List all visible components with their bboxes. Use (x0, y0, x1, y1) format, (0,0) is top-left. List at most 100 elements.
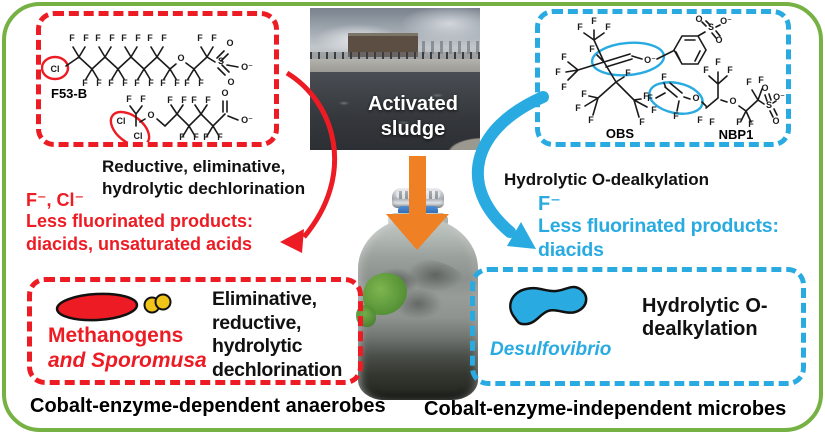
process-left-line1: Eliminative, (212, 288, 317, 310)
atom-label: O (715, 35, 722, 45)
left-released-ions: F⁻, Cl⁻ (26, 190, 84, 210)
atom-label: F (184, 78, 190, 88)
atom-label: F53-B (51, 86, 87, 101)
right-reaction-label: Hydrolytic O-dealkylation (504, 170, 709, 189)
atom-label: F (651, 105, 657, 115)
bottom-right-caption: Cobalt-enzyme-independent microbes (424, 398, 787, 420)
atom-label: F (715, 57, 721, 67)
atom-label: F (746, 77, 752, 87)
atom-label: NBP1 (719, 127, 754, 142)
atom-label: Cl (51, 64, 60, 74)
atom-label: O⁻ (644, 55, 656, 65)
atom-label: O (227, 77, 234, 87)
atom-label: F (697, 115, 703, 125)
nbp1-bonds (655, 71, 778, 123)
left-reaction-line1: Reductive, eliminative, (102, 157, 286, 176)
atom-label: F (197, 33, 203, 43)
atom-label: F (203, 132, 209, 142)
atom-label: O⁻ (241, 62, 253, 72)
bottom-left-caption: Cobalt-enzyme-dependent anaerobes (30, 395, 386, 417)
atom-label: F (126, 94, 132, 104)
left-products-line2: diacids, unsaturated acids (26, 233, 253, 254)
coccus-shape-2 (154, 293, 172, 311)
nbp1-vinylether-highlight (648, 81, 704, 115)
atom-label: F (198, 78, 204, 88)
anaerobe-process-label: Eliminative, reductive, hydrolytic dechl… (212, 288, 342, 382)
atom-label: F (588, 115, 594, 125)
atom-label: Cl (117, 116, 126, 126)
atom-label: O⁻ (720, 16, 732, 26)
atom-label: F (160, 78, 166, 88)
atom-label: O (147, 110, 154, 120)
atom-label: F (135, 33, 141, 43)
bottle-body-glass (356, 217, 478, 400)
atom-label: F (561, 82, 567, 92)
atom-label: F (555, 67, 561, 77)
desulfovibrio-label: Desulfovibrio (490, 339, 612, 360)
atom-label: F (193, 132, 199, 142)
atom-label: F (211, 33, 217, 43)
cl2-highlight-circle (109, 110, 151, 142)
methanogens-label: Methanogens (48, 324, 184, 347)
atom-label: O (226, 38, 233, 48)
atom-label: F (758, 75, 764, 85)
atom-label: F (134, 78, 140, 88)
anaerobe-microbes-box (27, 277, 363, 385)
f53b-bonds (65, 46, 239, 80)
left-reaction-label: Reductive, eliminative, hydrolytic dechl… (102, 156, 305, 200)
photo-sludge-water (310, 72, 480, 150)
atom-label: F (167, 95, 173, 105)
atom-label: F (661, 72, 667, 82)
vibrio-bacterium-shape (509, 285, 588, 326)
atom-label: F (83, 33, 89, 43)
atom-label: F (181, 95, 187, 105)
atom-label: F (140, 94, 146, 104)
independent-process-label: Hydrolytic O- dealkylation (642, 295, 768, 341)
photo-tank-wall (310, 59, 480, 72)
atom-label: F (122, 78, 128, 88)
process-left-line2: reductive, (212, 311, 302, 334)
atom-label: F (69, 33, 75, 43)
atom-label: O (221, 88, 228, 98)
bottle-cap-ridges (396, 191, 440, 199)
atom-label: F (121, 33, 127, 43)
atom-label: F (605, 22, 611, 32)
process-right-line1: Hydrolytic O- (642, 295, 768, 317)
anaerobe-microbe-shapes (55, 292, 172, 322)
left-products-label: Less fluorinated products: diacids, unsa… (26, 210, 253, 255)
anaerobe-microbe-names: Methanogens and Sporomusa (48, 324, 207, 373)
atom-label: F (82, 78, 88, 88)
atom-label: O (729, 96, 736, 106)
vibrio-microbe-shape-svg (509, 285, 588, 326)
atom-label: F (709, 117, 715, 127)
atom-label: F (147, 33, 153, 43)
atom-label: O (772, 116, 779, 126)
process-left-line4: dechlorination (212, 358, 343, 381)
right-products-label: Less fluorinated products: diacids (538, 214, 779, 262)
atom-label: F (625, 68, 631, 78)
atom-label: OBS (606, 126, 635, 141)
atom-label: O (177, 53, 184, 63)
independent-microbes-box (470, 267, 806, 386)
atom-label: F (643, 91, 649, 101)
atom-label: F (561, 52, 567, 62)
atom-label: Cl (134, 131, 143, 141)
photo-railing (310, 52, 480, 59)
atom-label: F (673, 111, 679, 121)
photo-distant-structures (422, 41, 480, 54)
photo-caption-line2: sludge (380, 118, 446, 140)
atom-label: S (766, 100, 772, 110)
atom-label: S (708, 22, 714, 32)
right-released-ions: F⁻ (538, 193, 561, 215)
atom-label: O (692, 93, 699, 103)
atom-label: F (148, 78, 154, 88)
atom-label: F (191, 95, 197, 105)
atom-label: F (109, 33, 115, 43)
atom-label: F (108, 78, 114, 88)
photo-caption-line1: Activated (367, 93, 459, 115)
